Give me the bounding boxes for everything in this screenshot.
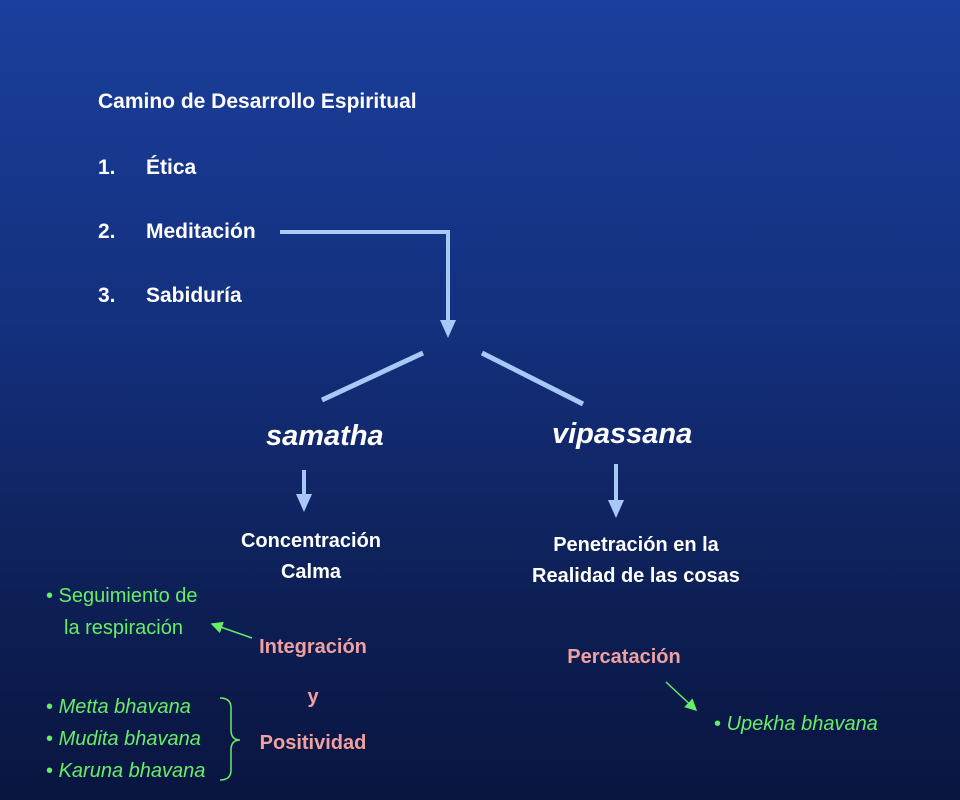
- branch-samatha: samatha: [266, 420, 384, 452]
- step-label: Meditación: [146, 220, 256, 243]
- practice-breathing-line1: • Seguimiento de: [46, 585, 198, 607]
- practices-list: • Metta bhavana • Mudita bhavana • Karun…: [46, 691, 205, 787]
- split-line-left: [320, 350, 425, 403]
- quality-percatacion: Percatación: [567, 646, 681, 668]
- list-item: • Mudita bhavana: [46, 728, 201, 750]
- vipassana-description-line2: Realidad de las cosas: [532, 565, 740, 587]
- samatha-description: Concentración Calma: [211, 526, 411, 588]
- samatha-description-line1: Concentración: [240, 530, 382, 552]
- step-number: 2.: [98, 220, 116, 243]
- step-number: 3.: [98, 284, 116, 307]
- quality-y: y: [307, 686, 319, 708]
- practice-breathing-line2: la respiración: [64, 617, 183, 639]
- step-number: 1.: [98, 156, 116, 179]
- samatha-description-line2: Calma: [280, 561, 342, 583]
- meditation-connector: [280, 230, 450, 322]
- percatacion-arrow: [665, 681, 698, 712]
- quality-integracion: Integración: [259, 636, 367, 658]
- quality-positividad: Positividad: [259, 732, 367, 754]
- vipassana-description: Penetración en la Realidad de las cosas: [506, 530, 766, 592]
- step-label: Sabiduría: [146, 284, 242, 307]
- list-item: • Metta bhavana: [46, 696, 191, 718]
- practices-brace: [219, 697, 241, 781]
- step-meditacion: 2. Meditación: [98, 220, 256, 244]
- practice-breathing: • Seguimiento de la respiración: [46, 580, 198, 644]
- diagram-title: Camino de Desarrollo Espiritual: [98, 90, 417, 113]
- practice-upekha: • Upekha bhavana: [714, 713, 878, 735]
- vipassana-description-line1: Penetración en la: [553, 534, 719, 556]
- meditation-arrowhead: [440, 320, 456, 338]
- list-item: • Karuna bhavana: [46, 760, 206, 782]
- split-line-right: [480, 350, 585, 407]
- step-label: Ética: [146, 156, 197, 179]
- branch-vipassana: vipassana: [552, 418, 693, 450]
- integration-arrow: [210, 621, 253, 639]
- samatha-arrowhead: [296, 494, 312, 512]
- step-sabiduria: 3. Sabiduría: [98, 284, 242, 308]
- step-etica: 1. Ética: [98, 156, 196, 180]
- vipassana-arrowhead: [608, 500, 624, 518]
